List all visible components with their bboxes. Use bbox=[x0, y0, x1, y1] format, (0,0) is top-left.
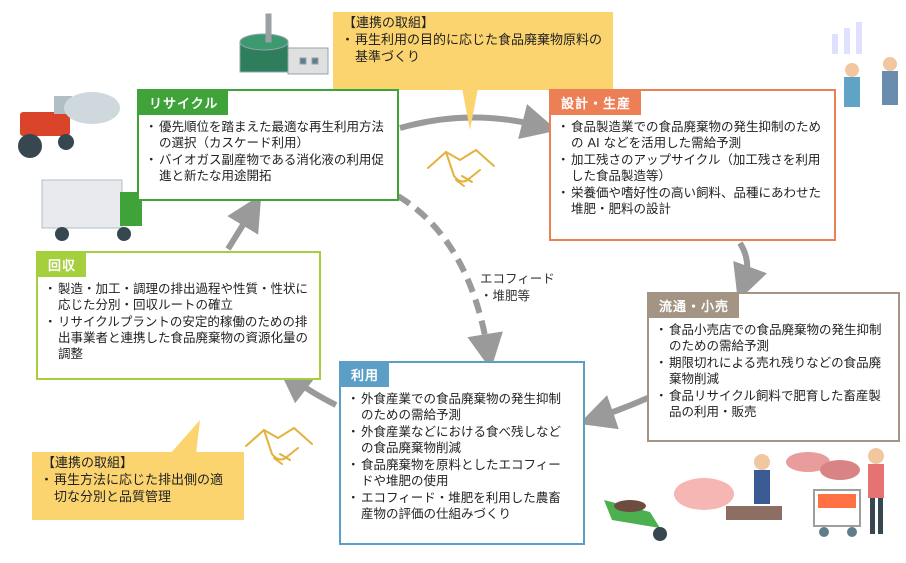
design-production-list: 食品製造業での食品廃棄物の発生抑制のための AI などを活用した需給予測 加工残… bbox=[557, 119, 824, 217]
note-item: 再生方法に応じた排出側の適切な分別と品質管理 bbox=[40, 472, 234, 506]
meat-illustration bbox=[786, 452, 860, 480]
note-title: 【連携の取組】 bbox=[42, 456, 134, 471]
list-item: 優先順位を踏まえた最適な再生利用方法の選択（カスケード利用） bbox=[145, 119, 387, 151]
list-item: 製造・加工・調理の排出過程や性質・性状に応じた分別・回収ルートの確立 bbox=[44, 281, 309, 313]
note-title: 【連携の取組】 bbox=[343, 16, 435, 31]
handshake-icon bbox=[427, 148, 495, 187]
handshake-icon bbox=[245, 426, 313, 465]
list-item: リサイクルプラントの安定的稼働のための排出事業者と連携した食品廃棄物の資源化量の… bbox=[44, 314, 309, 362]
distribution-retail-header: 流通・小売 bbox=[649, 293, 740, 318]
ecofeed-compost-label: エコフィード ・堆肥等 bbox=[480, 270, 555, 304]
truck-illustration bbox=[41, 179, 142, 241]
recycle-header: リサイクル bbox=[139, 90, 229, 115]
collection-list: 製造・加工・調理の排出過程や性質・性状に応じた分別・回収ルートの確立 リサイクル… bbox=[44, 281, 309, 362]
list-item: バイオガス副産物である消化液の利用促進と新たな用途開拓 bbox=[145, 152, 387, 184]
note-bottom-pointer bbox=[170, 420, 200, 454]
list-item: 期限切れによる売れ残りなどの食品廃棄物削減 bbox=[655, 355, 888, 387]
collection-header: 回収 bbox=[38, 252, 87, 277]
arrow-ryutsu-to-riyou bbox=[578, 394, 652, 430]
utilization-header: 利用 bbox=[341, 362, 390, 387]
ecofeed-label-line1: エコフィード bbox=[480, 271, 555, 286]
utilization-list: 外食産業での食品廃棄物の発生抑制のための需給予測 外食産業などにおける食べ残しな… bbox=[347, 391, 573, 522]
distribution-retail-box: 流通・小売 食品小売店での食品廃棄物の発生抑制のための需給予測 期限切れによる売… bbox=[647, 292, 900, 442]
arrow-kaishu-to-recycle bbox=[225, 194, 262, 251]
arrow-recycle-to-riyou-dashed bbox=[396, 193, 503, 370]
recycle-list: 優先順位を踏まえた最適な再生利用方法の選択（カスケード利用） バイオガス副産物で… bbox=[145, 119, 387, 184]
design-production-header: 設計・生産 bbox=[551, 90, 642, 115]
list-item: 外食産業での食品廃棄物の発生抑制のための需給予測 bbox=[347, 391, 573, 423]
tractor-illustration bbox=[18, 92, 120, 158]
collection-box: 回収 製造・加工・調理の排出過程や性質・性状に応じた分別・回収ルートの確立 リサ… bbox=[36, 251, 321, 380]
utilization-box: 利用 外食産業での食品廃棄物の発生抑制のための需給予測 外食産業などにおける食べ… bbox=[339, 361, 585, 545]
list-item: 食品廃棄物を原料としたエコフィードや堆肥の使用 bbox=[347, 457, 573, 489]
ecofeed-label-line2: ・堆肥等 bbox=[480, 288, 531, 303]
collaboration-note-top: 【連携の取組】 再生利用の目的に応じた食品廃棄物原料の基準づくり bbox=[333, 12, 613, 90]
recycle-box: リサイクル 優先順位を踏まえた最適な再生利用方法の選択（カスケード利用） バイオ… bbox=[137, 89, 399, 201]
shopper-illustration bbox=[813, 448, 884, 537]
distribution-retail-list: 食品小売店での食品廃棄物の発生抑制のための需給予測 期限切れによる売れ残りなどの… bbox=[655, 322, 888, 420]
list-item: 外食産業などにおける食べ残しなどの食品廃棄物削減 bbox=[347, 424, 573, 456]
note-item: 再生利用の目的に応じた食品廃棄物原料の基準づくり bbox=[341, 32, 603, 66]
collaboration-note-bottom: 【連携の取組】 再生方法に応じた排出側の適切な分別と品質管理 bbox=[32, 452, 244, 520]
data-analysts-illustration bbox=[832, 22, 898, 107]
list-item: 食品製造業での食品廃棄物の発生抑制のための AI などを活用した需給予測 bbox=[557, 119, 824, 151]
arrow-riyou-to-kaishu bbox=[277, 366, 338, 408]
list-item: エコフィード・堆肥を利用した農畜産物の評価の仕組みづくり bbox=[347, 490, 573, 522]
list-item: 加工残さのアップサイクル（加工残さを利用した食品製造等） bbox=[557, 152, 824, 184]
note-top-pointer bbox=[462, 88, 478, 130]
farm-illustration bbox=[604, 454, 782, 541]
list-item: 栄養価や嗜好性の高い飼料、品種にあわせた堆肥・肥料の設計 bbox=[557, 185, 824, 217]
biogas-plant-illustration bbox=[239, 13, 329, 75]
list-item: 食品リサイクル飼料で肥育した畜産製品の利用・販売 bbox=[655, 388, 888, 420]
design-production-box: 設計・生産 食品製造業での食品廃棄物の発生抑制のための AI などを活用した需給… bbox=[549, 89, 836, 241]
arrow-design-to-ryutsu bbox=[733, 241, 768, 301]
list-item: 食品小売店での食品廃棄物の発生抑制のための需給予測 bbox=[655, 322, 888, 354]
